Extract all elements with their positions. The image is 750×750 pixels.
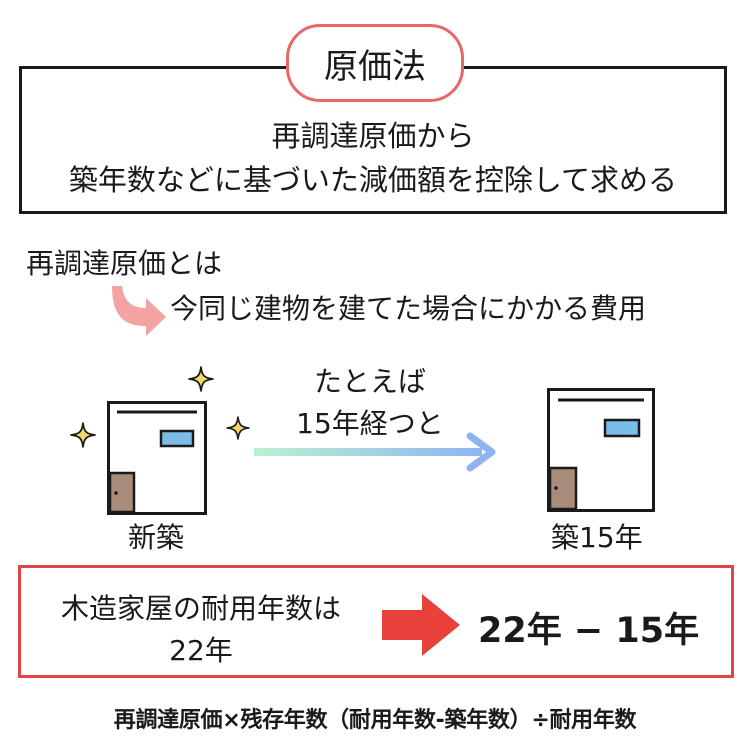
lifespan-box: [18, 565, 734, 678]
sparkle-icon: [226, 416, 250, 440]
house-icon: [107, 401, 207, 515]
example-line-1: たとえば: [313, 365, 426, 398]
definition-line-2: 築年数などに基づいた減価額を控除して求める: [68, 163, 678, 197]
calculation: 22年 − 15年: [478, 611, 700, 651]
example-line-2: 15年経つと: [296, 407, 444, 440]
title-pill: 原価法: [286, 24, 464, 102]
definition-line-1: 再調達原価から: [271, 119, 475, 153]
new-house-label: 新築: [128, 521, 185, 554]
gradient-arrow-icon: [254, 432, 496, 472]
lifespan-line-2: 22年: [169, 634, 233, 667]
term-explanation: 今同じ建物を建てた場合にかかる費用: [170, 292, 647, 325]
curved-arrow-icon: [112, 286, 166, 336]
red-arrow-icon: [382, 594, 460, 656]
sparkle-icon: [188, 366, 214, 392]
house-icon: [547, 388, 655, 512]
lifespan-line-1: 木造家屋の耐用年数は: [60, 592, 341, 625]
formula: 再調達原価×残存年数（耐用年数-築年数）÷耐用年数: [113, 708, 637, 733]
sparkle-icon: [70, 422, 96, 448]
term-label: 再調達原価とは: [26, 247, 223, 280]
page-title: 原価法: [324, 46, 426, 87]
old-house-label: 築15年: [551, 521, 643, 554]
